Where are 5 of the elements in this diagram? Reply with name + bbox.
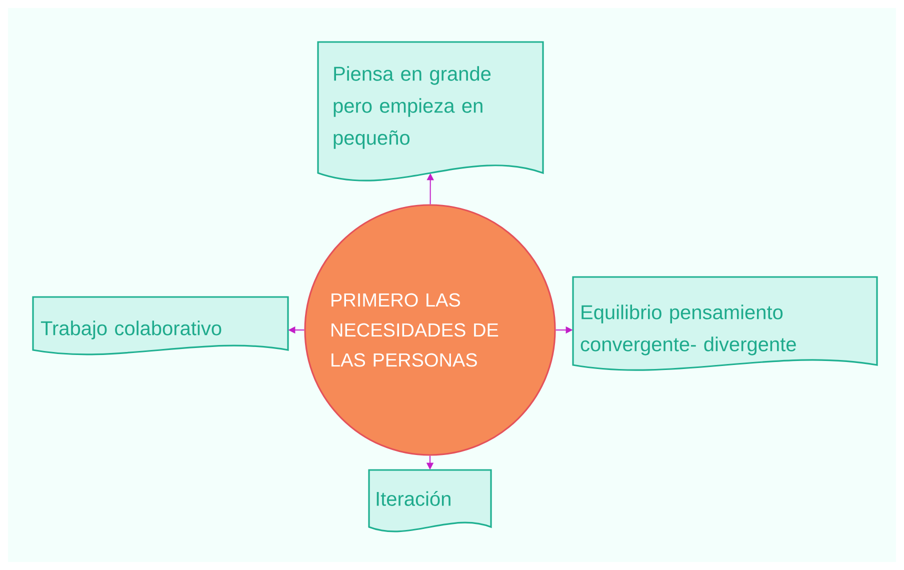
circle-node: PRIMERO LAS NECESIDADES DE LAS PERSONAS [304, 204, 556, 456]
document-box: Trabajo colaborativo [32, 296, 289, 356]
document-box: Piensa en grande pero empieza en pequeño [317, 41, 544, 182]
document-box: Iteración [368, 469, 492, 532]
document-box: Equilibrio pensamiento convergente- divergente [572, 276, 878, 371]
